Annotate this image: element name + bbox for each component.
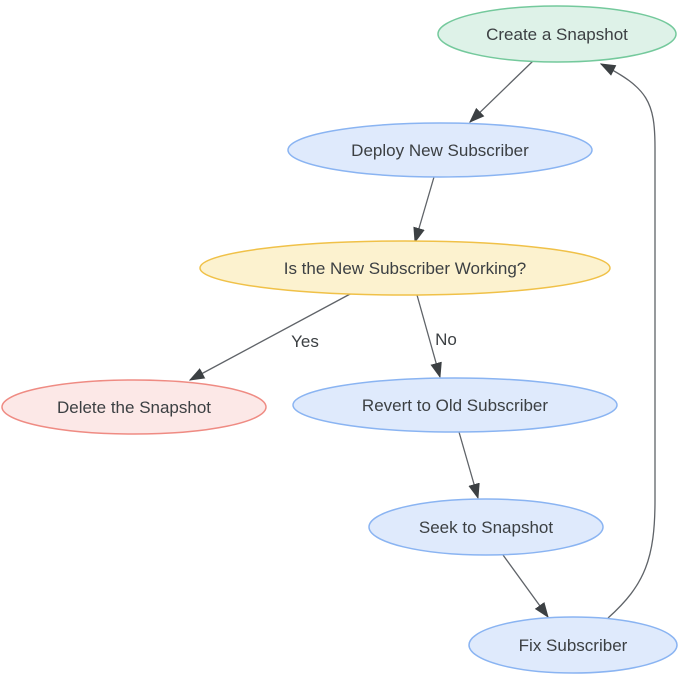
node-seek-to-snapshot-shape [368,498,604,556]
edge-seek-to-fix [502,554,549,619]
edge-working-to-delete-yes [188,292,353,381]
edge-label-yes: Yes [291,332,319,351]
edges-layer [188,60,656,619]
node-delete-the-snapshot-shape [1,379,267,435]
node-fix-subscriber-label: Fix Subscriber [519,636,628,655]
node-delete-the-snapshot: Delete the Snapshot [1,379,267,435]
edge-deploy-to-working [413,176,435,244]
node-is-new-subscriber-working: Is the New Subscriber Working? [199,240,611,296]
node-create-snapshot: Create a Snapshot [437,5,677,63]
edge-working-to-revert-no [416,294,442,379]
node-create-snapshot-label: Create a Snapshot [486,25,628,44]
edge-label-no: No [435,330,457,349]
node-delete-the-snapshot-label: Delete the Snapshot [57,398,211,417]
node-revert-to-old-subscriber-label: Revert to Old Subscriber [362,396,548,415]
node-is-new-subscriber-working-shape [199,240,611,296]
node-seek-to-snapshot-label: Seek to Snapshot [419,518,553,537]
node-create-snapshot-shape [437,5,677,63]
node-fix-subscriber-shape [468,616,678,674]
node-revert-to-old-subscriber: Revert to Old Subscriber [292,377,618,433]
node-fix-subscriber: Fix Subscriber [468,616,678,674]
edge-labels-layer: Yes No [291,330,457,351]
node-revert-to-old-subscriber-shape [292,377,618,433]
edge-fix-to-create-return [599,63,656,619]
node-deploy-new-subscriber-shape [287,122,593,178]
node-seek-to-snapshot: Seek to Snapshot [368,498,604,556]
edge-revert-to-seek [458,431,480,500]
node-is-new-subscriber-working-label: Is the New Subscriber Working? [284,259,527,278]
edge-create-to-deploy [469,60,534,123]
node-deploy-new-subscriber-label: Deploy New Subscriber [351,141,529,160]
nodes-layer: Create a Snapshot Deploy New Subscriber … [1,5,678,674]
node-deploy-new-subscriber: Deploy New Subscriber [287,122,593,178]
